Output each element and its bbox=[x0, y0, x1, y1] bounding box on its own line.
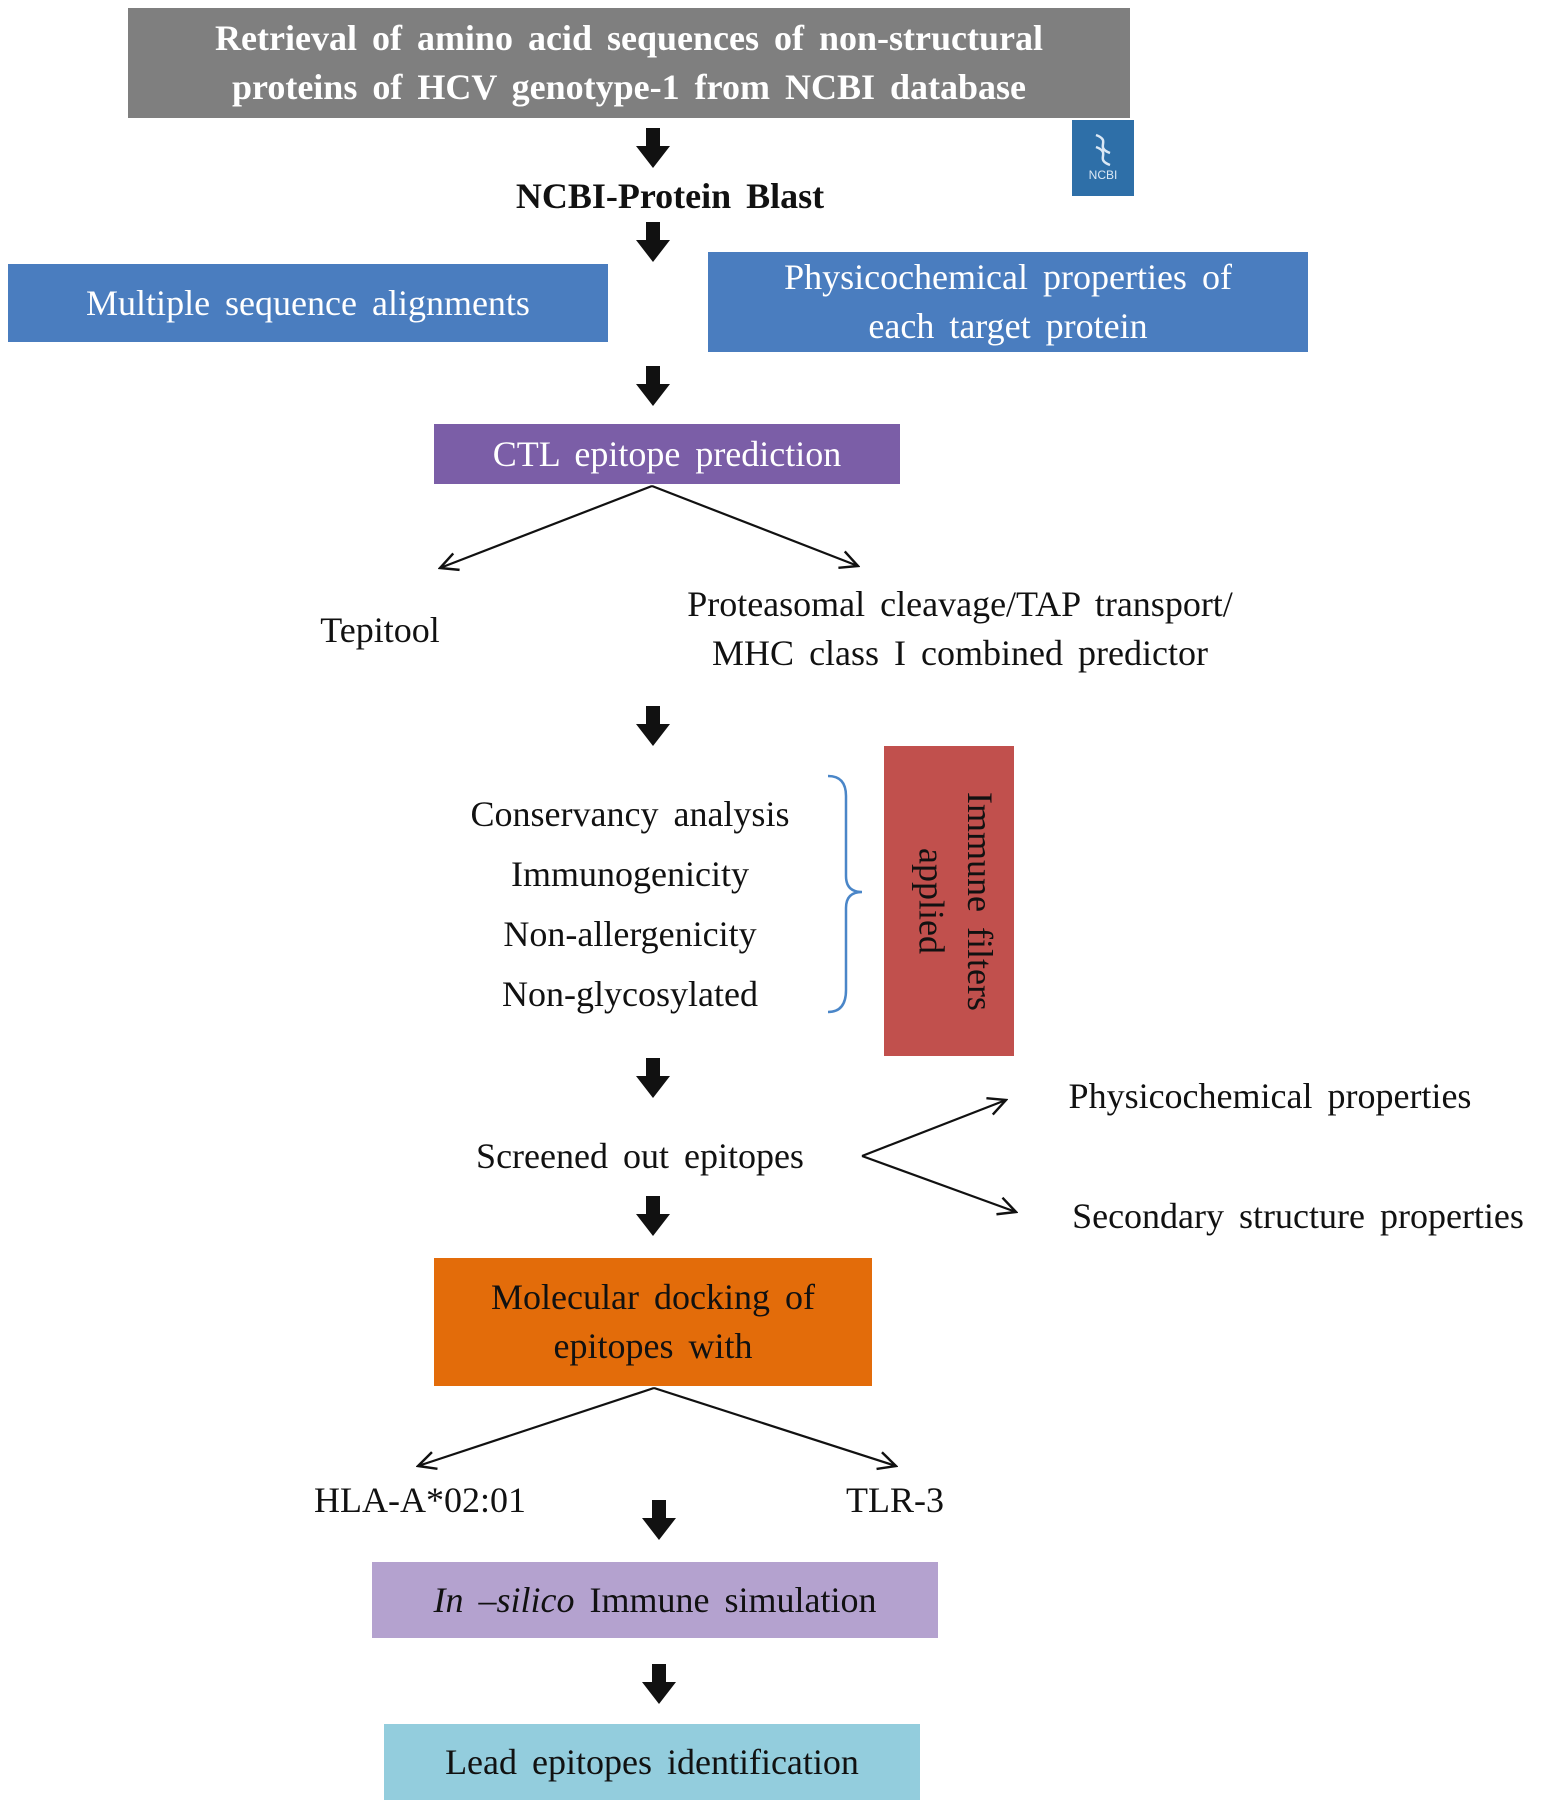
tepitool-label: Tepitool bbox=[320, 610, 440, 650]
lead-box: Lead epitopes identification bbox=[384, 1724, 920, 1800]
physico-target-line2: each target protein bbox=[868, 306, 1148, 346]
physico-target-box: Physicochemical properties of each targe… bbox=[708, 252, 1308, 352]
filter-item-conservancy: Conservancy analysis bbox=[470, 794, 790, 834]
msa-box: Multiple sequence alignments bbox=[8, 264, 608, 342]
msa-label: Multiple sequence alignments bbox=[86, 282, 530, 323]
filter-item-non-glycosylated: Non-glycosylated bbox=[502, 974, 758, 1014]
immune-filters-label: Immune filters applied bbox=[911, 791, 1000, 1011]
tlr-label: TLR-3 bbox=[846, 1480, 944, 1520]
blast-label: NCBI-Protein Blast bbox=[515, 176, 825, 216]
screened-to-physico-arrow bbox=[861, 1100, 1006, 1158]
immune-filters-box: Immune filters applied bbox=[884, 746, 1014, 1056]
physico-target-line1: Physicochemical properties of bbox=[784, 257, 1232, 298]
down-arrow-8 bbox=[642, 1664, 676, 1704]
filter-item-non-allergenicity: Non-allergenicity bbox=[503, 914, 757, 954]
down-arrow-4 bbox=[636, 706, 670, 746]
down-arrow-5 bbox=[636, 1058, 670, 1098]
retrieval-box: Retrieval of amino acid sequences of non… bbox=[128, 8, 1130, 118]
lead-label: Lead epitopes identification bbox=[445, 1741, 859, 1782]
ncbi-logo: NCBI bbox=[1072, 120, 1134, 196]
docking-line2: epitopes with bbox=[553, 1326, 753, 1366]
dna-helix-icon bbox=[1095, 133, 1111, 167]
screened-label: Screened out epitopes bbox=[476, 1136, 804, 1176]
ctl-to-tepitool-arrow bbox=[440, 484, 653, 568]
down-arrow-3 bbox=[636, 366, 670, 406]
down-arrow-6 bbox=[636, 1196, 670, 1236]
proteasomal-label: Proteasomal cleavage/TAP transport/ MHC … bbox=[630, 580, 1290, 677]
filters-brace bbox=[827, 774, 863, 1014]
ctl-to-proteasomal-arrow bbox=[651, 484, 858, 566]
ncbi-logo-text: NCBI bbox=[1088, 167, 1118, 182]
proteasomal-line1: Proteasomal cleavage/TAP transport/ bbox=[687, 584, 1233, 624]
immune-sim-box: In –silico Immune simulation bbox=[372, 1562, 938, 1638]
docking-to-tlr-arrow bbox=[653, 1386, 896, 1466]
immune-sim-italic: In –silico bbox=[433, 1579, 575, 1620]
down-arrow-1 bbox=[636, 128, 670, 168]
retrieval-line2: proteins of HCV genotype-1 from NCBI dat… bbox=[231, 67, 1026, 107]
docking-box: Molecular docking of epitopes with bbox=[434, 1258, 872, 1386]
physico-props-label: Physicochemical properties bbox=[1068, 1076, 1472, 1116]
retrieval-line1: Retrieval of amino acid sequences of non… bbox=[215, 18, 1043, 59]
hla-label: HLA-A*02:01 bbox=[314, 1480, 526, 1520]
docking-line1: Molecular docking of bbox=[491, 1277, 815, 1318]
immune-sim-rest: Immune simulation bbox=[574, 1579, 877, 1620]
docking-to-hla-arrow bbox=[418, 1386, 655, 1466]
screened-to-secondary-arrow bbox=[861, 1154, 1016, 1212]
proteasomal-line2: MHC class I combined predictor bbox=[712, 632, 1208, 673]
down-arrow-2 bbox=[636, 222, 670, 262]
secondary-label: Secondary structure properties bbox=[1072, 1196, 1524, 1236]
down-arrow-7 bbox=[642, 1500, 676, 1540]
filter-item-immunogenicity: Immunogenicity bbox=[511, 854, 749, 894]
ctl-box: CTL epitope prediction bbox=[434, 424, 900, 484]
ctl-label: CTL epitope prediction bbox=[492, 433, 842, 474]
immune-sim-label: In –silico Immune simulation bbox=[434, 1576, 877, 1625]
